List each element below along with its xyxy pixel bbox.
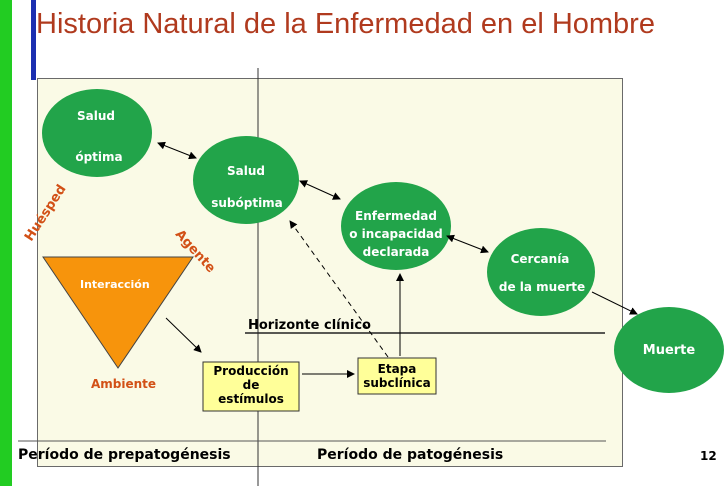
box-etapa-line2: subclínica [363, 376, 431, 390]
box-etapa-line1: Etapa [377, 362, 417, 376]
node-cercania-line1: Cercanía [510, 252, 570, 266]
label-interaccion: Interacción [80, 278, 150, 291]
slide-title: Historia Natural de la Enfermedad en el … [36, 8, 655, 40]
node-enfermedad-line1: Enfermedad [355, 209, 437, 223]
node-salud-optima [42, 89, 152, 177]
node-enfermedad-line2: o incapacidad [349, 227, 443, 241]
arrow-suboptima-enfermedad [299, 180, 341, 200]
box-produccion-line2: de [242, 378, 260, 392]
node-salud-suboptima-line1: Salud [227, 164, 265, 178]
arrow-enfermedad-cercania [446, 234, 489, 254]
page-number: 12 [700, 449, 717, 463]
label-ambiente: Ambiente [91, 377, 157, 391]
blue-accent-bar [31, 0, 36, 80]
node-cercania [487, 228, 595, 316]
label-periodo-prepatogenesis: Período de prepatogénesis [18, 447, 231, 463]
label-periodo-patogenesis: Período de patogénesis [317, 447, 504, 463]
node-salud-suboptima-line2: subóptima [211, 196, 283, 210]
arrow-cercania-muerte [591, 291, 638, 315]
box-produccion-line3: estímulos [218, 392, 284, 406]
node-muerte [614, 307, 724, 393]
label-horizonte-clinico: Horizonte clínico [248, 318, 371, 333]
box-produccion [202, 361, 300, 412]
node-salud-optima-line1: Salud [77, 109, 115, 123]
box-etapa [357, 357, 437, 395]
arrow-triangle-produccion [165, 317, 202, 353]
interaction-triangle [42, 256, 194, 369]
box-produccion-line1: Producción [213, 364, 289, 378]
node-enfermedad [341, 182, 451, 270]
green-accent-bar [0, 0, 12, 486]
node-cercania-line2: de la muerte [498, 280, 586, 294]
node-enfermedad-line3: declarada [362, 245, 430, 259]
dashed-arrow-etapa-suboptima [289, 220, 389, 358]
arrow-optima-suboptima [157, 141, 197, 160]
node-salud-optima-line2: óptima [75, 150, 123, 164]
node-muerte-label: Muerte [642, 343, 696, 358]
node-enfermedad-text: Enfermedad o incapacidad declarada [340, 207, 452, 261]
box-etapa-text: Etapa subclínica [358, 362, 436, 390]
box-produccion-text: Producción de estímulos [203, 364, 299, 406]
node-salud-suboptima [193, 136, 299, 224]
